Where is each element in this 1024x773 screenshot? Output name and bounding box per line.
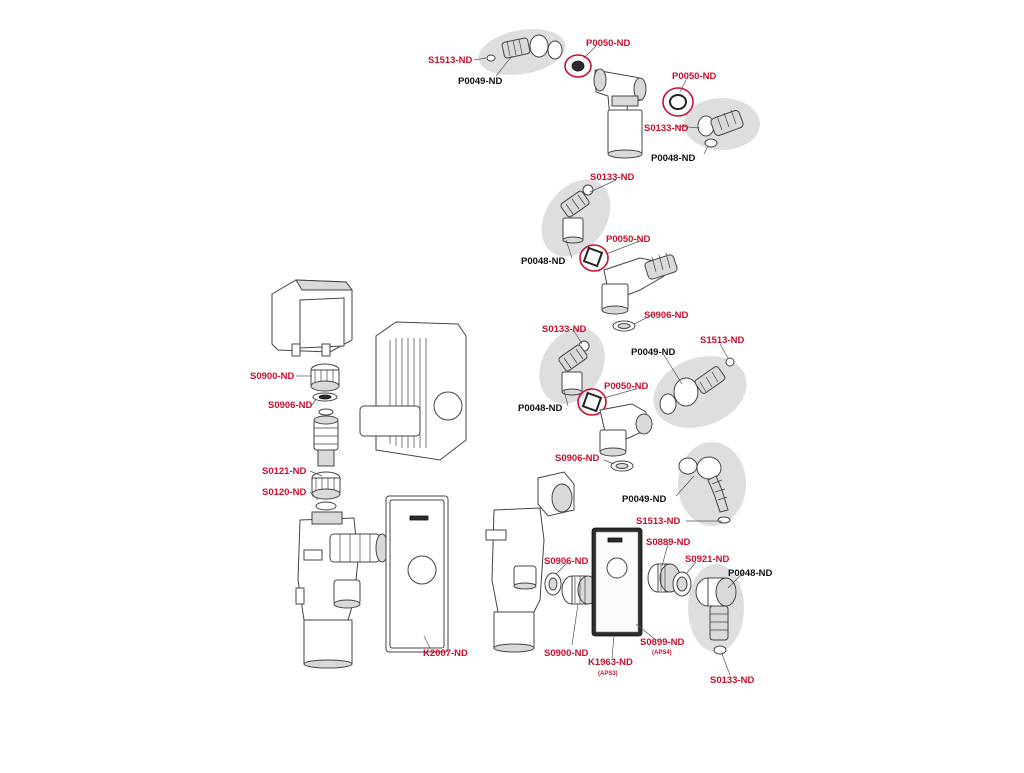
label-p0050-low: P0050-ND <box>604 381 648 392</box>
cap-center <box>537 471 575 517</box>
label-s0133-top: S0133-ND <box>644 123 688 134</box>
washer-s0906-center <box>544 572 562 596</box>
y-fitting-mid-1 <box>601 252 678 315</box>
label-aps3: (APS3) <box>598 671 618 677</box>
label-s0133-bot: S0133-ND <box>710 675 754 686</box>
label-s0900-left: S0900-ND <box>250 371 294 382</box>
label-k2007: K2007-ND <box>423 648 468 659</box>
siphon-body-left <box>295 511 389 669</box>
elbow-connector-mid-1 <box>560 184 594 244</box>
highlight-blob-mid-3 <box>653 356 747 428</box>
label-p0050-right: P0050-ND <box>672 71 716 82</box>
top-assembly <box>478 29 760 159</box>
label-s0120-left: S0120-ND <box>262 487 306 498</box>
y-fitting-mid-2 <box>599 403 653 457</box>
clip-mid-1 <box>582 246 604 268</box>
hose-connector-lower <box>678 456 731 524</box>
label-s0900-center: S0900-ND <box>544 648 588 659</box>
label-s0921: S0921-ND <box>685 554 729 565</box>
label-p0049-bot: P0049-ND <box>622 494 666 505</box>
tee-fitting-top <box>593 68 647 159</box>
label-k1963: K1963-ND <box>588 657 633 668</box>
label-p0048-low: P0048-ND <box>518 403 562 414</box>
label-s0121-left: S0121-ND <box>262 466 306 477</box>
clip-ring-top <box>571 60 585 72</box>
label-s0906-left: S0906-ND <box>268 400 312 411</box>
part-labels: S1513-ND P0049-ND P0050-ND P0050-ND S013… <box>250 38 772 686</box>
center-assembly <box>485 471 692 653</box>
highlight-ring-p0050-top <box>564 54 592 78</box>
washer-s0906-left <box>312 392 338 402</box>
mid-assembly-2 <box>539 328 747 472</box>
label-p0048-top: P0048-ND <box>651 153 695 164</box>
small-washer-left <box>318 408 334 416</box>
label-s1513-low: S1513-ND <box>700 335 744 346</box>
label-p0050-top: P0050-ND <box>586 38 630 49</box>
lower-right-hose <box>678 442 746 526</box>
label-p0049-low: P0049-ND <box>631 347 675 358</box>
label-s1513-top: S1513-ND <box>428 55 472 66</box>
label-s0906-mid: S0906-ND <box>644 310 688 321</box>
washer-mid-1 <box>612 320 636 332</box>
valve-insert-left <box>313 415 339 467</box>
label-s0906-low: S0906-ND <box>555 453 599 464</box>
label-p0048-mid: P0048-ND <box>521 256 565 267</box>
siphon-body-center <box>485 507 545 653</box>
label-aps4: (APS4) <box>652 650 672 656</box>
elbow-connector-top <box>697 109 744 148</box>
label-p0050-mid: P0050-ND <box>606 234 650 245</box>
clip-ring-right <box>669 94 687 110</box>
label-s0889: S0889-ND <box>646 537 690 548</box>
label-p0049-top: P0049-ND <box>458 76 502 87</box>
hose-connector-top <box>486 34 563 62</box>
faceplate-k2007 <box>385 495 449 653</box>
install-box-left <box>359 321 467 461</box>
label-s0133-low: S0133-ND <box>542 324 586 335</box>
washer-s0121-left <box>315 501 337 511</box>
mid-assembly-1 <box>541 179 678 332</box>
faceplate-k1963 <box>591 527 643 637</box>
label-p0048-bot: P0048-ND <box>728 568 772 579</box>
hose-connector-mid-2 <box>659 357 735 415</box>
left-assembly <box>271 279 467 669</box>
highlight-ring-p0050-right <box>662 87 694 117</box>
label-s0906-center: S0906-ND <box>544 556 588 567</box>
nut-s0900-left <box>310 363 340 392</box>
nut-s0120-left <box>311 471 341 500</box>
washer-s0921 <box>672 571 692 597</box>
label-s0133-mid: S0133-ND <box>590 172 634 183</box>
elbow-connector-mid-2 <box>558 340 590 396</box>
highlight-ring-p0050-mid-2 <box>577 388 607 416</box>
label-s1513-bot: S1513-ND <box>636 516 680 527</box>
cover-box <box>271 279 353 357</box>
washer-mid-2 <box>610 460 634 472</box>
leader-lines <box>296 45 745 676</box>
highlight-ring-p0050-mid-1 <box>579 244 609 272</box>
label-s0899: S0899-ND <box>640 637 684 648</box>
clip-mid-2 <box>581 391 603 413</box>
